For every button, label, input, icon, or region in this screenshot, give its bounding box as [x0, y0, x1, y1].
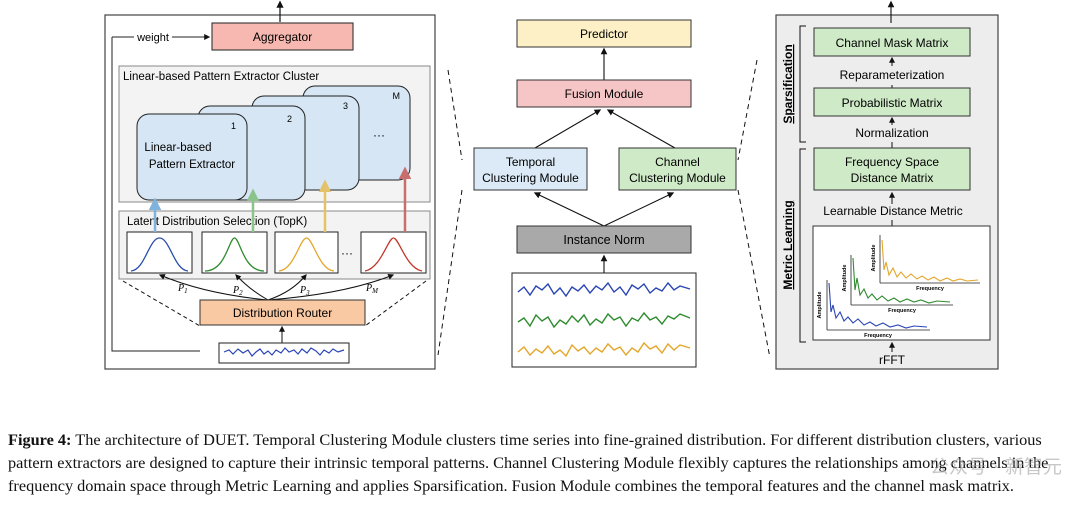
card-num-3: 3 — [343, 101, 348, 111]
fusion-module-box — [516, 79, 692, 108]
spectrum-plot-yellow: Amplitude Frequency — [871, 235, 980, 292]
channel-label-line2: Clustering Module — [629, 171, 726, 185]
distribution-ellipsis: ··· — [341, 246, 353, 260]
distribution-panel-3 — [274, 231, 339, 274]
svg-text:P2: P2 — [232, 285, 243, 297]
zoom-connector-right-top — [737, 59, 758, 161]
reparam-label: Reparameterization — [840, 68, 945, 82]
svg-text:P1: P1 — [177, 283, 188, 295]
distribution-panel-1 — [126, 231, 193, 274]
middle-panel: Predictor Fusion Module Temporal Cluster… — [473, 19, 737, 368]
cluster-title: Linear-based Pattern Extractor Cluster — [123, 71, 319, 83]
metric-learning-label: Metric Learning — [781, 200, 795, 289]
cluster-ellipsis: ··· — [373, 128, 385, 142]
distribution-panel-m — [360, 231, 427, 274]
instance-norm-label: Instance Norm — [563, 233, 644, 247]
amplitude-label-yellow: Amplitude — [871, 245, 877, 272]
temporal-label-line1: Temporal — [506, 155, 555, 169]
prob-label-3: P3 — [299, 285, 310, 297]
distribution-panel-2 — [201, 231, 268, 274]
mask-label: Channel Mask Matrix — [836, 36, 949, 50]
weight-label: weight — [136, 32, 169, 44]
left-panel: Aggregator weight Linear-based Pattern E… — [104, 0, 436, 370]
prob-label-1: P1 — [177, 283, 188, 295]
multivariate-series-input — [511, 272, 697, 368]
caption-figure-label: Figure 4: — [8, 430, 72, 449]
channel-mask-matrix-box — [813, 27, 971, 57]
freq-label-line1: Frequency Space — [845, 155, 939, 169]
sparsification-label: Sparsification — [781, 44, 795, 123]
card-num-2: 2 — [287, 114, 292, 124]
instance-norm-box — [516, 225, 692, 254]
prob-label-m: PM — [365, 283, 379, 295]
extractor-label-line1: Linear-based — [144, 142, 211, 154]
frequency-label-blue: Frequency — [864, 333, 893, 339]
frequency-label-yellow: Frequency — [916, 286, 945, 292]
card-num-m: M — [393, 91, 401, 101]
zoom-connector-left-top — [447, 69, 463, 161]
svg-text:PM: PM — [365, 283, 379, 295]
learnable-metric-label: Learnable Distance Metric — [823, 204, 962, 218]
extractor-card-1 — [136, 113, 248, 201]
right-panel: Channel Mask Matrix Reparameterization P… — [775, 0, 999, 370]
card-num-1: 1 — [231, 121, 236, 131]
zoom-connector-right-bottom — [737, 189, 771, 359]
temporal-clustering-box — [473, 147, 588, 191]
amplitude-label-green: Amplitude — [842, 265, 848, 292]
spectrum-plot-blue: Amplitude Frequency — [817, 280, 930, 339]
predictor-label: Predictor — [580, 27, 628, 41]
temporal-label-line2: Clustering Module — [482, 171, 579, 185]
frequency-distance-matrix-box — [813, 147, 971, 191]
amplitude-label-blue: Amplitude — [817, 292, 823, 319]
architecture-diagram: Aggregator weight Linear-based Pattern E… — [104, 0, 999, 370]
predictor-box — [516, 19, 692, 48]
channel-label-line1: Channel — [655, 155, 700, 169]
caption-text: The architecture of DUET. Temporal Clust… — [8, 430, 1049, 495]
input-series-thumbnail — [218, 342, 350, 364]
spectrum-plot-green: Amplitude Frequency — [842, 255, 953, 314]
frequency-label-green: Frequency — [888, 308, 917, 314]
rfft-label: rFFT — [879, 353, 906, 367]
normalization-label: Normalization — [855, 126, 928, 140]
svg-text:P3: P3 — [299, 285, 310, 297]
extractor-label-line2: Pattern Extractor — [149, 159, 235, 171]
probabilistic-matrix-box — [813, 87, 971, 117]
figure-caption: Figure 4: The architecture of DUET. Temp… — [8, 428, 1076, 497]
fusion-label: Fusion Module — [565, 87, 644, 101]
channel-clustering-box — [618, 147, 737, 191]
aggregator-label: Aggregator — [253, 30, 312, 44]
prob-label-2: P2 — [232, 285, 243, 297]
zoom-connector-left-bottom — [437, 189, 463, 356]
latent-title: Latent Distribution Selection (TopK) — [127, 216, 307, 228]
router-label: Distribution Router — [233, 306, 332, 320]
distribution-router-box — [199, 299, 366, 326]
freq-label-line2: Distance Matrix — [851, 171, 934, 185]
aggregator-box — [211, 22, 354, 51]
watermark-text: 公众号 · 新智元 — [929, 456, 1062, 478]
prob-matrix-label: Probabilistic Matrix — [842, 96, 943, 110]
spectra-plot-group: Amplitude Frequency Amplitude Frequency … — [812, 225, 991, 341]
